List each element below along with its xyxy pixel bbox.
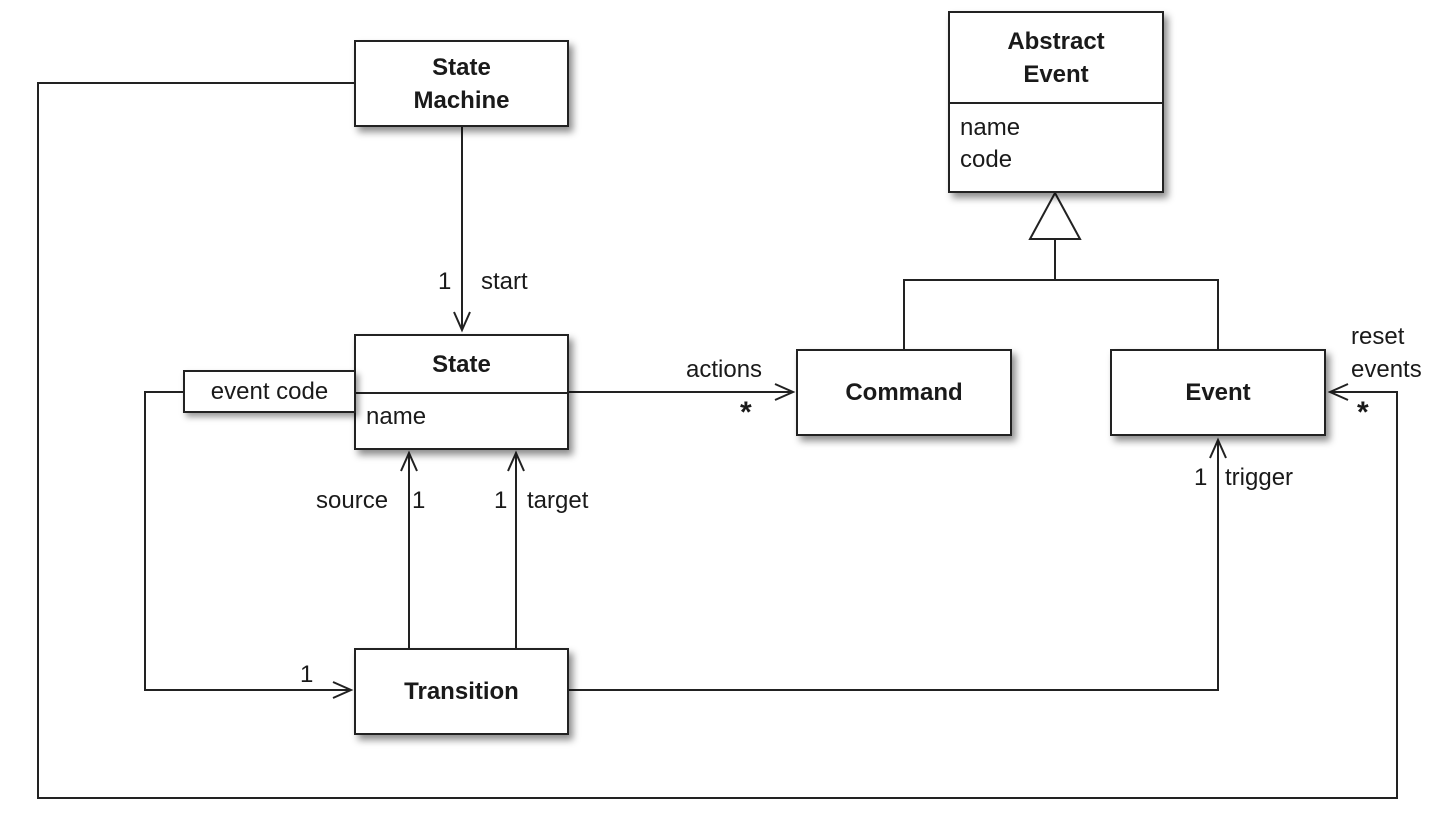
- class-state: State name: [354, 334, 569, 450]
- class-transition: Transition: [354, 648, 569, 735]
- state-attribute-name: name: [366, 403, 427, 430]
- source-role-label: source: [316, 487, 389, 514]
- reset-events-arrowhead: [1327, 383, 1349, 401]
- start-multiplicity: 1: [438, 268, 452, 295]
- class-event-title: Event: [1185, 379, 1251, 406]
- source-multiplicity: 1: [412, 487, 426, 514]
- actions-role-label: actions: [686, 356, 763, 383]
- class-abstract-event-title: Abstract Event: [950, 13, 1162, 102]
- class-abstract-event: Abstract Event name code: [948, 11, 1164, 193]
- reset-events-role-line-2: events: [1351, 356, 1422, 383]
- target-multiplicity: 1: [494, 487, 508, 514]
- target-role-label: target: [527, 487, 589, 514]
- generalization-line: [903, 279, 1219, 349]
- class-abstract-event-attributes: name code: [950, 102, 1162, 184]
- class-state-machine: State Machine: [354, 40, 569, 127]
- start-arrowhead: [453, 311, 471, 333]
- abstract-event-title-line-1: Abstract: [1007, 27, 1105, 55]
- class-command-title: Command: [845, 379, 963, 406]
- event-code-qualifier: event code: [183, 370, 356, 413]
- event-code-multiplicity: 1: [300, 661, 314, 688]
- class-transition-title: Transition: [404, 678, 519, 705]
- class-command: Command: [796, 349, 1012, 436]
- reset-events-multiplicity: *: [1357, 396, 1369, 429]
- trigger-association-line: [568, 440, 1219, 691]
- reset-events-association-line: [37, 82, 1398, 799]
- trigger-arrowhead: [1209, 437, 1227, 459]
- class-state-attributes: name: [356, 392, 567, 441]
- state-machine-title-line-1: State: [432, 53, 491, 81]
- target-arrowhead: [507, 450, 525, 472]
- source-arrowhead: [400, 450, 418, 472]
- trigger-role-label: trigger: [1225, 464, 1294, 491]
- abstract-event-title-line-2: Event: [1023, 60, 1089, 88]
- abstract-event-attribute-name: name: [960, 114, 1021, 141]
- trigger-multiplicity: 1: [1194, 464, 1208, 491]
- class-event: Event: [1110, 349, 1326, 436]
- event-code-arrowhead: [332, 681, 354, 699]
- actions-arrowhead: [774, 383, 796, 401]
- abstract-event-attribute-code: code: [960, 146, 1013, 173]
- class-state-machine-title: State Machine: [356, 42, 567, 125]
- class-state-title: State: [432, 350, 491, 378]
- actions-multiplicity: *: [740, 396, 752, 429]
- state-machine-title-line-2: Machine: [413, 86, 510, 114]
- event-code-association-line: [144, 391, 351, 691]
- reset-events-role-line-1: reset: [1351, 323, 1405, 350]
- generalization-triangle: [1028, 190, 1082, 240]
- start-role-label: start: [481, 268, 528, 295]
